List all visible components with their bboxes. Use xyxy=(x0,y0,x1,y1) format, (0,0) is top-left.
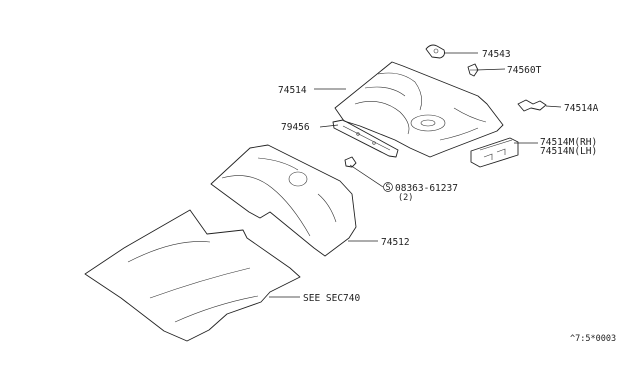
leader-lines xyxy=(269,52,562,298)
bolt-part xyxy=(344,156,357,168)
callout-see-sec740: SEE SEC740 xyxy=(303,293,360,304)
rear-floor-panel xyxy=(334,61,504,158)
rear-crossmember xyxy=(470,137,519,168)
callout-79456: 79456 xyxy=(281,122,310,133)
floor-carpet xyxy=(84,209,301,342)
callout-08363-61237: 08363-61237 xyxy=(395,183,458,194)
screw-symbol: S xyxy=(385,183,390,193)
diagram-reference-code: ^7:5*0003 xyxy=(570,334,616,344)
callout-74514N: 74514N(LH) xyxy=(540,146,597,157)
callout-74514A: 74514A xyxy=(564,103,599,114)
callout-08363-quantity: (2) xyxy=(398,193,413,203)
reinforcement-bar xyxy=(332,119,399,158)
callout-74512: 74512 xyxy=(381,237,410,248)
callout-74514M: 74514M(RH) xyxy=(540,137,597,148)
bracket-part xyxy=(517,99,547,112)
screw-callout: S 08363-61237 (2) xyxy=(383,182,458,203)
callout-74560T: 74560T xyxy=(507,65,542,76)
fastener-part xyxy=(467,63,479,77)
clip-part xyxy=(425,44,445,59)
front-floor-panel xyxy=(210,144,357,257)
callout-74514: 74514 xyxy=(278,85,307,96)
callout-74543: 74543 xyxy=(482,49,511,60)
